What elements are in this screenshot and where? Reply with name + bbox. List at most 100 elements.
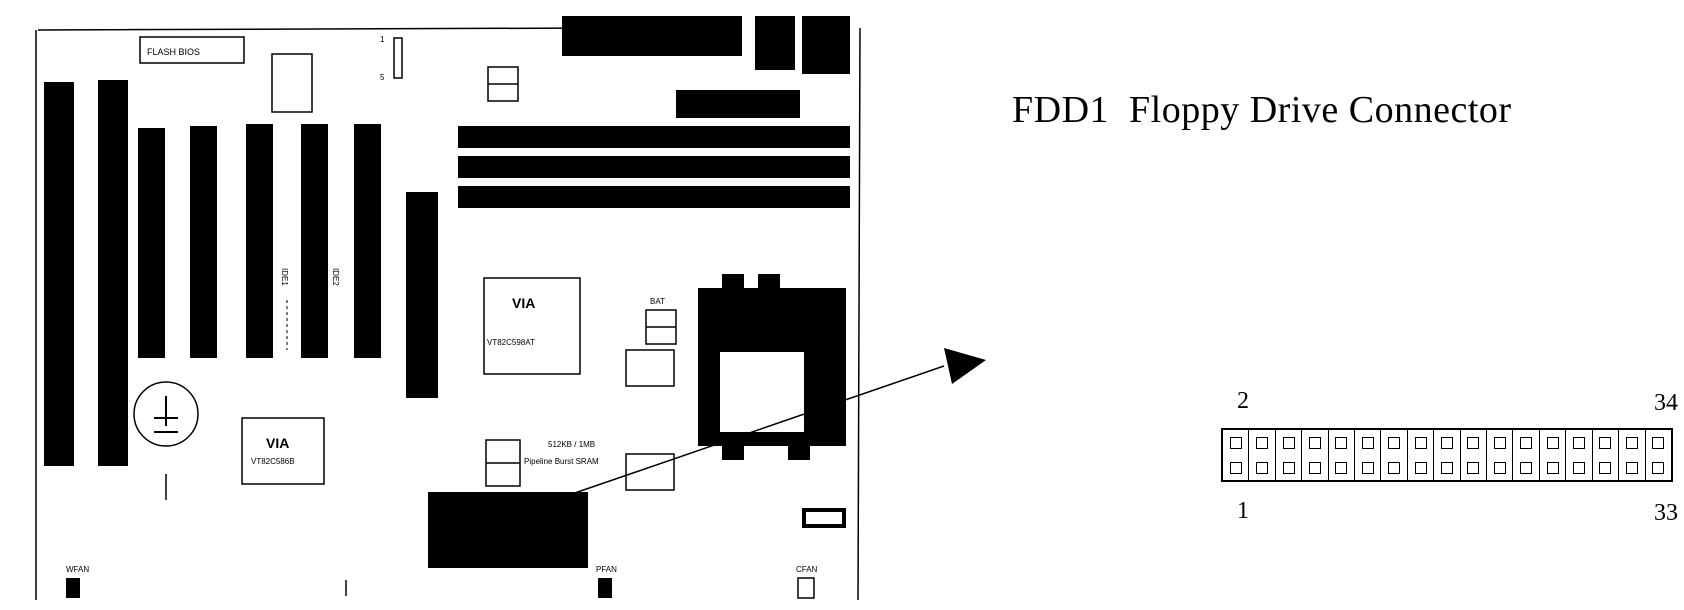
fan-connector-mid (598, 578, 612, 598)
pointer-line (565, 365, 945, 497)
connector-name: FDD1 (1012, 89, 1110, 131)
pin-pair (1381, 430, 1408, 480)
pin-odd (1308, 461, 1321, 474)
jumper-top (393, 37, 403, 79)
south-bridge-model: VT82C586B (251, 457, 295, 466)
fan-label-left: WFAN (66, 565, 89, 574)
pin-even (1308, 436, 1321, 449)
pin-even (1414, 436, 1427, 449)
pin-even (1361, 436, 1374, 449)
pin-pair (1487, 430, 1514, 480)
cache-chip-2 (625, 453, 675, 491)
pin-label-top-left: 2 (1237, 388, 1249, 414)
pin-even (1652, 436, 1665, 449)
pin-odd (1467, 461, 1480, 474)
dimm-slot-1 (458, 126, 850, 148)
pointer-arrowhead (944, 348, 986, 384)
mem-socket-top (271, 53, 313, 113)
pin-odd (1388, 461, 1401, 474)
cache-label-line2: Pipeline Burst SRAM (524, 457, 599, 466)
pin-odd (1256, 461, 1269, 474)
rear-io-1 (562, 16, 742, 56)
pin-odd (1546, 461, 1559, 474)
pin-pair (1408, 430, 1435, 480)
pin-even (1493, 436, 1506, 449)
pin-label-bottom-left: 1 (1237, 498, 1249, 524)
pin-pair (1566, 430, 1593, 480)
north-bridge-brand: VIA (512, 295, 535, 311)
pin-pair (1461, 430, 1488, 480)
pin-even (1335, 436, 1348, 449)
pin-odd (1335, 461, 1348, 474)
pin-even (1599, 436, 1612, 449)
pci-slot-2 (190, 126, 217, 358)
pci-slot-3 (246, 124, 273, 358)
pci-slot-5 (354, 124, 381, 358)
pci-slot-1 (138, 128, 165, 358)
pin-pair (1540, 430, 1567, 480)
cache-label-line1: 512KB / 1MB (548, 440, 595, 449)
pin-pair (1593, 430, 1620, 480)
pin-even (1282, 436, 1295, 449)
agp-slot (406, 192, 438, 398)
pin-odd (1440, 461, 1453, 474)
pin-pair (1276, 430, 1303, 480)
fan-label-right: CFAN (796, 565, 818, 574)
dip-switch-inner (806, 512, 842, 524)
pin-pair (1646, 430, 1671, 480)
pin-even (1546, 436, 1559, 449)
rear-io-4 (676, 90, 800, 118)
pin-even (1572, 436, 1585, 449)
cache-chip-1 (625, 349, 675, 387)
pin-label-bottom-right: 33 (1654, 500, 1678, 526)
cpu-socket-tab-4 (788, 446, 810, 460)
jumper-top-5: 5 (380, 73, 385, 82)
pin-even (1467, 436, 1480, 449)
pin-odd (1572, 461, 1585, 474)
battery (133, 381, 199, 447)
cpu-socket-tab-1 (722, 274, 744, 288)
pin-even (1256, 436, 1269, 449)
fdd1-pin-header (1221, 428, 1673, 482)
pin-even (1440, 436, 1453, 449)
pin-pair (1619, 430, 1646, 480)
pin-pair (1329, 430, 1356, 480)
pin-odd (1282, 461, 1295, 474)
fdd1-title: FDD1 Floppy Drive Connector (1012, 88, 1512, 132)
ide2-label: IDE2 (331, 268, 340, 286)
rear-io-2 (755, 16, 795, 70)
cpu-socket-center (720, 352, 804, 432)
pin-even (1388, 436, 1401, 449)
north-bridge-model: VT82C598AT (487, 338, 535, 347)
pin-even (1625, 436, 1638, 449)
pin-even (1520, 436, 1533, 449)
fan-label-mid: PFAN (596, 565, 617, 574)
rear-io-3 (802, 16, 850, 74)
pin-pair (1513, 430, 1540, 480)
pin-pair (1249, 430, 1276, 480)
pin-label-top-right: 34 (1654, 390, 1678, 416)
dimm-slot-2 (458, 156, 850, 178)
connector-description: Floppy Drive Connector (1129, 89, 1512, 131)
dimm-slot-3 (458, 186, 850, 208)
flash-bios-box (139, 36, 245, 64)
board-outline (35, 27, 861, 601)
pin-odd (1229, 461, 1242, 474)
pin-odd (1625, 461, 1638, 474)
flash-bios-label: FLASH BIOS (147, 47, 200, 57)
bat-label: BAT (650, 297, 665, 306)
pin-pair (1355, 430, 1382, 480)
south-bridge-chip (241, 417, 325, 485)
ide1-label: IDE1 (280, 268, 289, 286)
isa-slot-2 (98, 80, 128, 466)
pin-pair (1223, 430, 1250, 480)
pin-even (1229, 436, 1242, 449)
south-bridge-brand: VIA (266, 435, 289, 451)
pci-slot-4 (301, 124, 328, 358)
pin-odd (1599, 461, 1612, 474)
north-bridge-chip (483, 277, 581, 375)
pin-odd (1361, 461, 1374, 474)
pin-odd (1652, 461, 1665, 474)
pin-pair (1434, 430, 1461, 480)
